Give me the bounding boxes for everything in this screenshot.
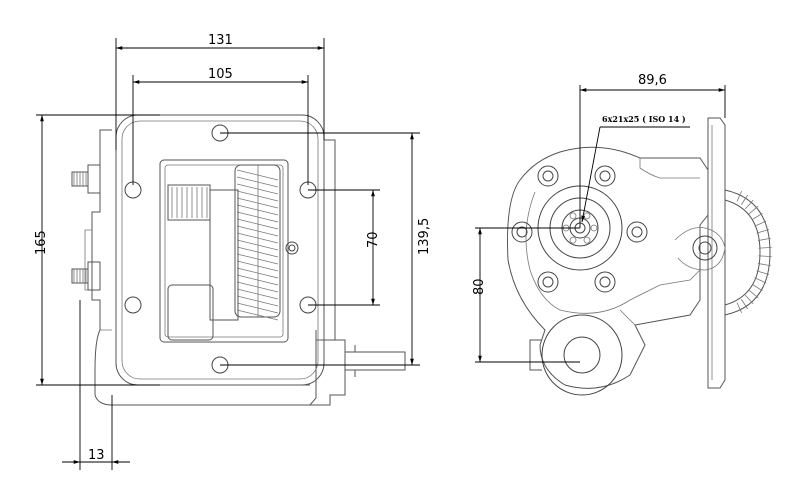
helical-gear (234, 164, 281, 318)
pump-housing (507, 146, 709, 389)
window-inner (164, 164, 284, 338)
front-view (71, 114, 406, 406)
flange-inner-edge (121, 120, 319, 380)
dim-overall-height: 165 (34, 230, 49, 255)
helical-gear-teeth (236, 165, 279, 321)
spline-teeth (171, 187, 208, 218)
dim-hole-spacing-vertical-inner: 70 (366, 231, 381, 248)
lower-port-outer (541, 314, 623, 396)
output-shaft (344, 345, 406, 377)
spline-gear (167, 184, 211, 221)
drain-plug-inner (288, 244, 296, 252)
front-view-dimensions: 131 105 165 139,5 70 13 (34, 33, 432, 470)
dim-hole-spacing-horizontal: 105 (208, 67, 233, 82)
mounting-hole-left-lower (124, 296, 142, 314)
lower-port-inner (563, 336, 601, 374)
side-gear (724, 189, 772, 316)
side-view-dimensions: 89,6 80 6x21x25 ( ISO 14 ) (472, 73, 726, 363)
dim-flange-thickness: 13 (88, 448, 105, 463)
side-housing (91, 129, 317, 406)
housing-inner-contour (525, 191, 701, 314)
housing-rib (619, 158, 700, 326)
lower-shaft (167, 284, 214, 341)
dim-shaft-offset: 89,6 (638, 73, 667, 88)
flange-step (324, 139, 336, 341)
dim-overall-width: 131 (208, 33, 233, 48)
boss-outline (674, 227, 726, 271)
side-view (507, 117, 772, 396)
boss-hole-right (692, 235, 718, 261)
stud-lower (71, 261, 101, 291)
boss-hole-right-inner (698, 241, 712, 255)
bottom-housing (112, 339, 346, 406)
stud-upper (71, 164, 101, 194)
spline-spec-label: 6x21x25 ( ISO 14 ) (602, 114, 686, 124)
mounting-plate (707, 117, 726, 389)
housing-inner-line (84, 229, 112, 331)
dim-shaft-height: 80 (472, 278, 487, 295)
dim-hole-spacing-vertical-outer: 139,5 (417, 218, 432, 255)
inspection-window (159, 159, 289, 343)
center-shaft (209, 189, 239, 321)
drain-plug (285, 241, 299, 255)
lower-port-tab (529, 339, 542, 371)
side-gear-teeth (736, 191, 772, 313)
mounting-flange (115, 114, 325, 386)
side-bolt-holes (511, 165, 648, 293)
